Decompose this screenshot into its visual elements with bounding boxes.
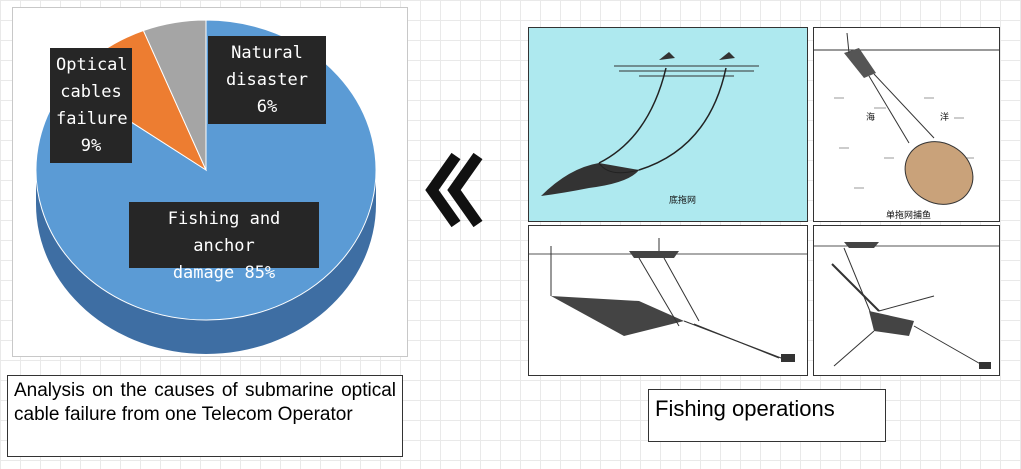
slice-natural-disaster <box>142 19 207 171</box>
trap-net-illustration <box>813 225 1000 376</box>
pie-side <box>36 170 376 354</box>
pair-trawl-drawing <box>529 238 807 362</box>
chart-caption: Analysis on the causes of submarine opti… <box>7 375 403 457</box>
trap-net-drawing <box>814 242 999 369</box>
label-optical-cables-failure: Optical cables failure 9% <box>50 48 132 163</box>
label-natural-disaster: Natural disaster 6% <box>208 36 326 124</box>
single-boat-trawl-illustration: 海 洋 单拖网捕鱼 <box>813 27 1000 222</box>
bottom-trawl-drawing: 底拖网 <box>541 52 759 206</box>
label-fishing-and-anchor-damage: Fishing and anchor damage 85% <box>129 202 319 283</box>
bottom-trawl-caption: 底拖网 <box>669 194 696 206</box>
ocean-label-1: 海 <box>866 111 875 123</box>
single-boat-trawl-drawing: 海 洋 单拖网捕鱼 <box>814 32 999 221</box>
pair-trawl-illustration <box>528 225 808 376</box>
fishing-operations-caption: Fishing operations <box>648 389 886 442</box>
single-boat-trawl-caption: 单拖网捕鱼 <box>886 209 931 221</box>
double-chevron-left-icon <box>425 152 483 228</box>
ocean-label-2: 洋 <box>940 111 949 123</box>
pie-chart: Optical cables failure 9% Natural disast… <box>12 7 408 357</box>
bottom-trawl-illustration: 底拖网 <box>528 27 808 222</box>
